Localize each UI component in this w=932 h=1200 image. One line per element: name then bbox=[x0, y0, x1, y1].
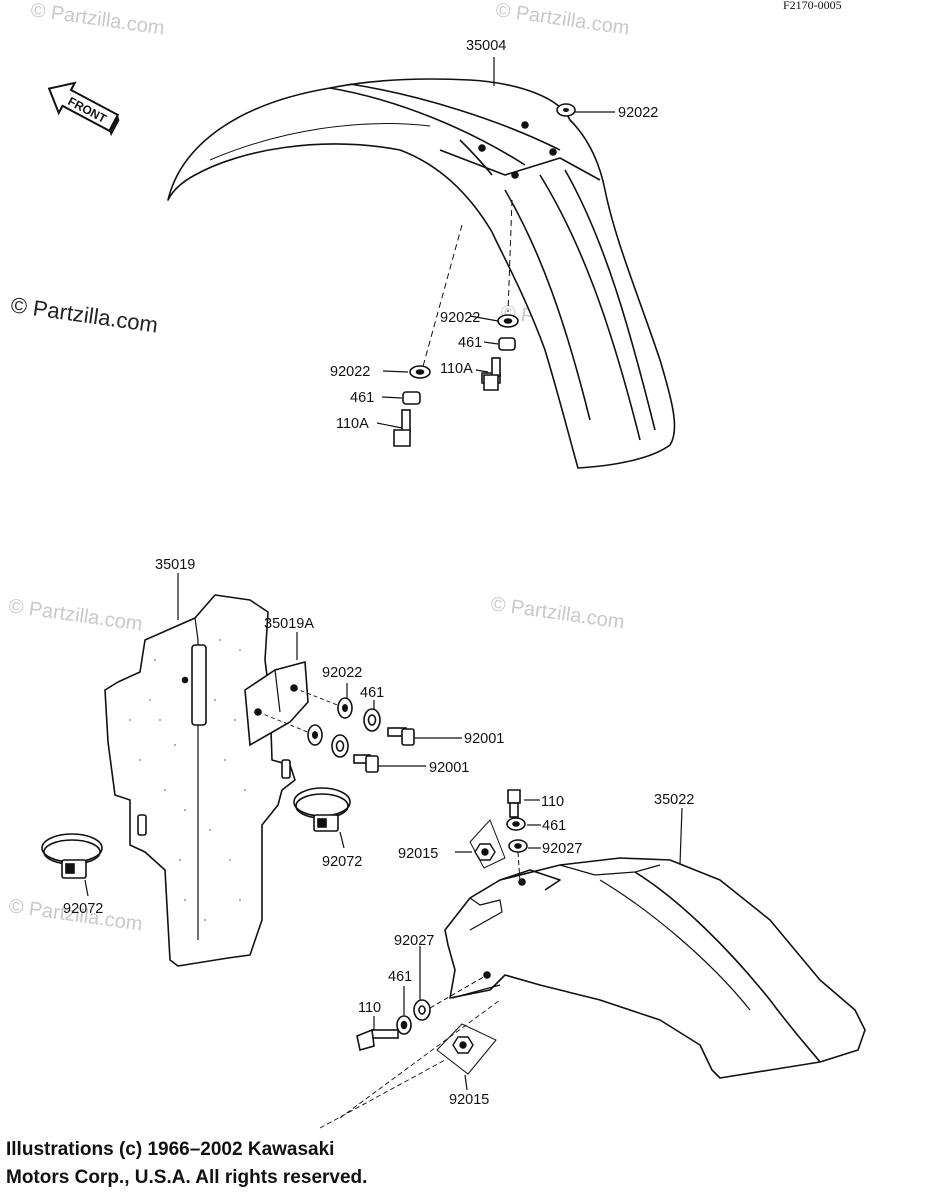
label-flap-bolt-upper: 92001 bbox=[464, 731, 504, 747]
label-band-right: 92072 bbox=[322, 854, 362, 870]
label-band-left: 92072 bbox=[63, 901, 103, 917]
label-front-washer-l: 92022 bbox=[330, 364, 370, 380]
label-flap-bolt-lower: 92001 bbox=[429, 760, 469, 776]
label-front-washer-r: 92022 bbox=[440, 310, 480, 326]
rear-hardware-top bbox=[506, 789, 528, 853]
front-hardware-right bbox=[481, 314, 519, 391]
copyright-line-1: Illustrations (c) 1966–2002 Kawasaki bbox=[6, 1139, 335, 1160]
rear-nut-top bbox=[469, 819, 506, 869]
label-front-washer-top: 92022 bbox=[618, 105, 658, 121]
rear-nut-bottom bbox=[436, 1023, 497, 1075]
front-hardware-left bbox=[393, 365, 431, 447]
mud-flap-texture bbox=[129, 639, 251, 921]
rear-hardware-side bbox=[356, 999, 431, 1052]
label-front-bolt-l: 110A bbox=[336, 416, 369, 432]
front-direction-arrow: FRONT bbox=[47, 81, 120, 137]
label-rear-nut-top: 92015 bbox=[398, 846, 438, 862]
label-rear-collar-side: 461 bbox=[388, 969, 412, 985]
label-mud-flap-bracket: 35019A bbox=[264, 616, 314, 632]
copyright-line-2: Motors Corp., U.S.A. All rights reserved… bbox=[6, 1167, 368, 1188]
label-front-collar-r: 461 bbox=[458, 335, 482, 351]
flap-hardware-lower bbox=[307, 724, 379, 773]
label-front-collar-l: 461 bbox=[350, 390, 374, 406]
label-rear-fender: 35022 bbox=[654, 792, 694, 808]
watermark-mid-left: © Partzilla.com bbox=[7, 595, 144, 636]
mud-flap bbox=[104, 594, 296, 967]
label-rear-collar-top: 461 bbox=[542, 818, 566, 834]
band-right bbox=[293, 787, 351, 832]
band-left bbox=[41, 833, 103, 879]
watermark-mid-right: © Partzilla.com bbox=[489, 593, 626, 634]
label-rear-grommet-top: 92027 bbox=[542, 841, 582, 857]
front-fender bbox=[167, 78, 676, 469]
label-rear-bolt-side: 110 bbox=[358, 1000, 381, 1016]
label-flap-collar: 461 bbox=[360, 685, 384, 701]
label-rear-nut-bottom: 92015 bbox=[449, 1092, 489, 1108]
label-mud-flap: 35019 bbox=[155, 557, 195, 573]
label-front-fender: 35004 bbox=[466, 38, 506, 54]
watermark-dark: © Partzilla.com bbox=[9, 292, 159, 337]
watermark-top-center: © Partzilla.com bbox=[494, 0, 631, 40]
front-washer-top: 92022 bbox=[556, 103, 658, 121]
label-rear-grommet-side: 92027 bbox=[394, 933, 434, 949]
label-front-bolt-r: 110A bbox=[440, 361, 473, 377]
label-rear-bolt-top: 110 bbox=[541, 794, 564, 810]
diagram-code: F2170-0005 bbox=[783, 0, 842, 12]
copyright-notice: Illustrations (c) 1966–2002 Kawasaki Mot… bbox=[6, 1136, 367, 1192]
mud-flap-bracket bbox=[244, 660, 309, 747]
flap-hardware-upper bbox=[337, 697, 415, 746]
label-flap-washer: 92022 bbox=[322, 665, 362, 681]
watermark-top-left: © Partzilla.com bbox=[29, 0, 166, 40]
rear-fender bbox=[444, 857, 866, 1079]
